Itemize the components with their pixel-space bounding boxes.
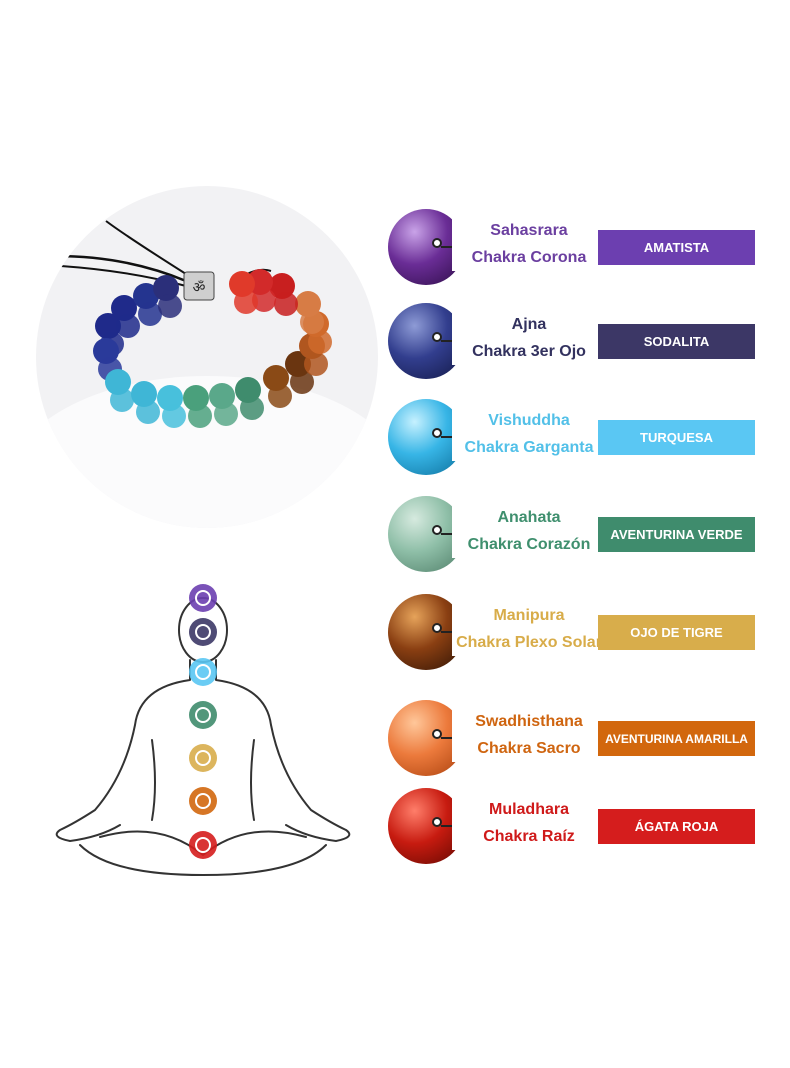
chakra-spanish-name: Chakra Sacro [477, 740, 581, 757]
chakra-symbol-icon [189, 831, 217, 859]
bracelet-photo: ॐ [36, 186, 378, 528]
bead-hole [432, 238, 442, 248]
chakra-sanskrit-name: Muladhara [488, 801, 569, 818]
chakra-names: Ajna Chakra 3er Ojo [452, 311, 606, 365]
bracelet-bead [290, 370, 314, 394]
bracelet-bead [252, 288, 276, 312]
chakra-sanskrit-name: Anahata [497, 509, 561, 526]
bead-hole [432, 332, 442, 342]
chakra-spanish-name: Chakra Garganta [464, 439, 594, 456]
chakra-row-anahata: Anahata Chakra Corazón AVENTURINA VERDE [388, 496, 768, 586]
chakra-spanish-name: Chakra Corazón [467, 536, 591, 553]
bead-hole [432, 817, 442, 827]
chakra-sanskrit-name: Sahasrara [490, 222, 568, 239]
stone-label: TURQUESA [598, 420, 755, 455]
meditating-figure [40, 575, 370, 895]
chakra-spanish-name: Chakra 3er Ojo [472, 343, 586, 360]
chakra-names: Manipura Chakra Plexo Solar [452, 602, 606, 656]
chakra-names: Anahata Chakra Corazón [452, 504, 606, 558]
chakra-row-vishuddha: Vishuddha Chakra Garganta TURQUESA [388, 399, 768, 489]
bracelet-bead [110, 388, 134, 412]
bracelet-bead [274, 292, 298, 316]
stone-label: SODALITA [598, 324, 755, 359]
svg-text:ॐ: ॐ [193, 280, 206, 296]
stone-label: AMATISTA [598, 230, 755, 265]
bracelet-bead [138, 302, 162, 326]
chakra-row-ajna: Ajna Chakra 3er Ojo SODALITA [388, 303, 768, 393]
stone-label: AVENTURINA VERDE [598, 517, 755, 552]
chakra-names: Swadhisthana Chakra Sacro [452, 708, 606, 762]
chakra-spanish-name: Chakra Raíz [483, 828, 575, 845]
chakra-symbol-icon [189, 744, 217, 772]
stone-label: OJO DE TIGRE [598, 615, 755, 650]
bead-hole [432, 525, 442, 535]
chakra-sanskrit-name: Ajna [511, 316, 547, 333]
bracelet-bead [188, 404, 212, 428]
bracelet-bead [116, 314, 140, 338]
chakra-row-muladhara: Muladhara Chakra Raíz ÁGATA ROJA [388, 788, 768, 878]
bracelet-bead [158, 294, 182, 318]
chakra-symbol-icon [189, 658, 217, 686]
bracelet-illustration: ॐ [36, 220, 378, 528]
bracelet-bead [300, 310, 324, 334]
chakra-sanskrit-name: Swadhisthana [475, 713, 583, 730]
bead-hole [432, 428, 442, 438]
bead-hole [432, 623, 442, 633]
bracelet-bead [304, 352, 328, 376]
chakra-names: Vishuddha Chakra Garganta [452, 407, 606, 461]
chakra-row-sahasrara: Sahasrara Chakra Corona AMATISTA [388, 209, 768, 299]
bracelet-bead [240, 396, 264, 420]
chakra-names: Muladhara Chakra Raíz [452, 796, 606, 850]
bead-hole [432, 729, 442, 739]
chakra-symbol-icon [189, 618, 217, 646]
stone-label: AVENTURINA AMARILLA [598, 721, 755, 756]
bracelet-bead [136, 400, 160, 424]
chakra-symbol-icon [189, 584, 217, 612]
chakra-symbol-icon [189, 701, 217, 729]
chakra-spanish-name: Chakra Corona [471, 249, 587, 266]
bracelet-bead [214, 402, 238, 426]
chakra-names: Sahasrara Chakra Corona [452, 217, 606, 271]
chakra-sanskrit-name: Manipura [493, 607, 565, 624]
chakra-spanish-name: Chakra Plexo Solar [456, 634, 602, 651]
stone-label: ÁGATA ROJA [598, 809, 755, 844]
bracelet-bead [234, 290, 258, 314]
bracelet-bead [162, 404, 186, 428]
chakra-sanskrit-name: Vishuddha [488, 412, 570, 429]
chakra-row-manipura: Manipura Chakra Plexo Solar OJO DE TIGRE [388, 594, 768, 684]
bracelet-bead [308, 330, 332, 354]
bracelet-bead [268, 384, 292, 408]
chakra-row-swadhisthana: Swadhisthana Chakra Sacro AVENTURINA AMA… [388, 700, 768, 790]
chakra-symbol-icon [189, 787, 217, 815]
